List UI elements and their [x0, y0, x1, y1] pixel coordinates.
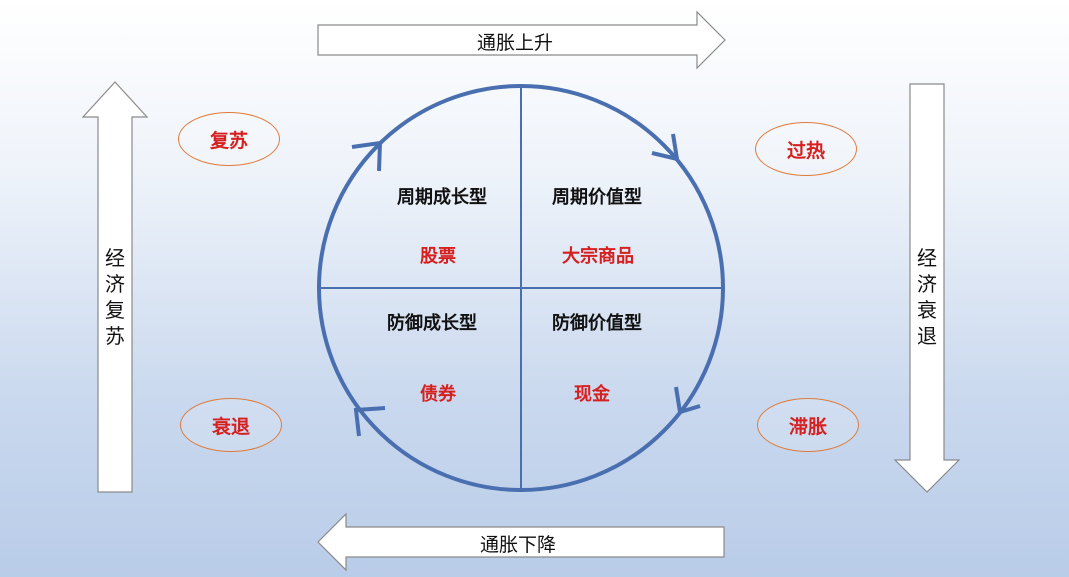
economic-recovery-label: 经济复苏 — [105, 246, 125, 348]
cycle-direction-chevron-top-left — [351, 140, 383, 172]
inflation-rising-label: 通胀上升 — [477, 32, 554, 54]
inflation-rising-arrow — [317, 10, 726, 70]
economic-recession-label: 经济衰退 — [917, 246, 937, 348]
cycle-direction-chevron-bottom-left — [353, 406, 386, 437]
phase-recession-oval: 衰退 — [180, 398, 282, 452]
quadrant-top-left-asset: 股票 — [420, 246, 456, 267]
quadrant-bottom-left-style: 防御成长型 — [387, 313, 477, 334]
economic-recovery-arrow — [81, 81, 149, 493]
inflation-falling-label: 通胀下降 — [480, 534, 557, 556]
economic-recession-arrow — [893, 83, 961, 493]
inflation-falling-arrow — [317, 512, 725, 572]
quadrant-top-right-style: 周期价值型 — [552, 187, 642, 208]
quadrant-bottom-right-style: 防御价值型 — [552, 313, 642, 334]
quadrant-bottom-left-asset: 债券 — [420, 384, 456, 405]
quadrant-top-right-asset: 大宗商品 — [562, 246, 634, 267]
phase-stagflation-oval: 滞胀 — [757, 398, 859, 452]
phase-overheat-oval: 过热 — [755, 122, 857, 176]
quadrant-top-left-style: 周期成长型 — [397, 187, 487, 208]
phase-recovery-oval: 复苏 — [178, 112, 280, 166]
quadrant-bottom-right-asset: 现金 — [574, 384, 610, 405]
cycle-direction-chevron-top-right — [651, 133, 680, 162]
cycle-direction-chevron-bottom-right — [674, 386, 701, 415]
